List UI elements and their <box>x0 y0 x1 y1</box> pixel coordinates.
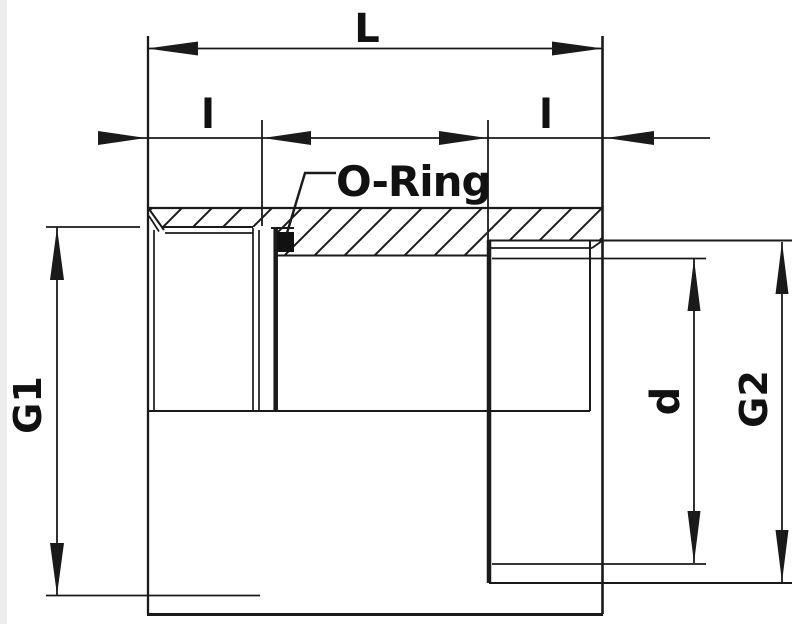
left-mouth-chamfer <box>148 208 165 231</box>
dimension-labels: L l l O-Ring G1 d G2 <box>6 6 776 434</box>
arrow-d-up <box>687 259 701 311</box>
hatch-middle-wall <box>276 208 487 256</box>
dimension-lines <box>46 47 792 597</box>
dim-label-L: L <box>354 6 380 52</box>
arrow-l-left-outer <box>98 131 146 145</box>
dim-label-G1: G1 <box>6 376 50 434</box>
arrow-l-right-inner <box>439 131 487 145</box>
arrow-G1-down <box>50 543 64 595</box>
arrow-l-left-inner <box>263 131 311 145</box>
hatch-right-wall <box>488 208 603 240</box>
dim-label-l-left: l <box>201 92 215 138</box>
body-outline <box>146 36 604 616</box>
hatch-left-wall <box>149 208 276 227</box>
arrow-G2-up <box>775 242 789 294</box>
scan-edge-strip <box>0 0 7 624</box>
dim-label-G2: G2 <box>732 370 776 428</box>
arrow-G1-up <box>50 227 64 280</box>
section-hatching <box>149 208 603 256</box>
left-mouth-chamfer-inner <box>148 215 160 232</box>
arrow-l-right-outer <box>606 131 654 145</box>
arrow-G2-down <box>775 530 789 582</box>
oring-leader-line <box>285 171 336 234</box>
dim-label-d: d <box>643 387 689 416</box>
oring-label: O-Ring <box>336 157 491 206</box>
arrow-L-left <box>147 41 198 56</box>
right-mouth-chamfer <box>591 240 603 249</box>
arrow-L-right <box>552 41 603 56</box>
arrow-d-down <box>687 511 701 563</box>
oring-section <box>277 232 294 252</box>
arrowheads <box>50 41 789 595</box>
dim-label-l-right: l <box>539 92 553 138</box>
